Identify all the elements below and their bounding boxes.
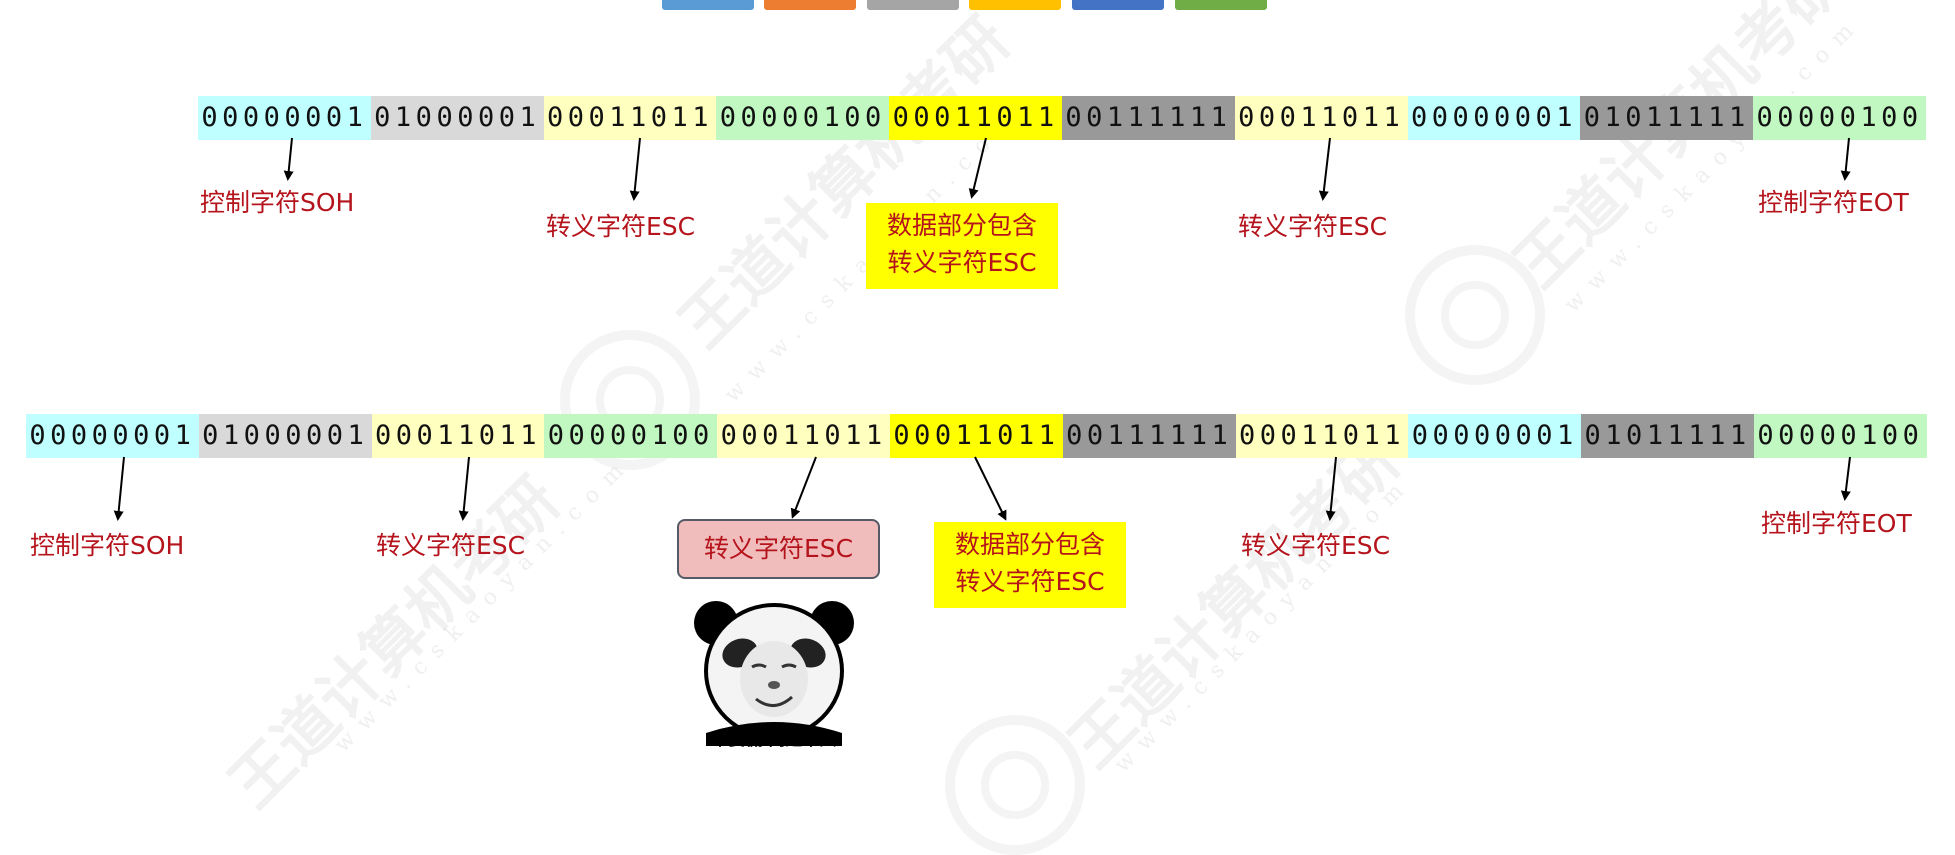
label-data-line-1: 数据部分包含 <box>954 530 1105 559</box>
top-tab-1 <box>662 0 754 10</box>
arrow-bottom-data-esc <box>974 456 1007 521</box>
segment-data-esc: 00011011 <box>889 96 1062 140</box>
segment-inserted-esc: 00011011 <box>717 414 890 458</box>
label-control-eot: 控制字符EOT <box>1761 509 1912 538</box>
top-tab-5 <box>1072 0 1164 10</box>
segment-data-soh: 00000001 <box>1408 414 1582 458</box>
arrow-bottom-eot <box>1840 456 1851 501</box>
label-escape-esc: 转义字符ESC <box>546 212 696 241</box>
label-data-contains-esc: 数据部分包含 转义字符ESC <box>866 203 1058 289</box>
arrow-top-soh <box>283 137 294 181</box>
label-escape-esc: 转义字符ESC <box>1238 212 1388 241</box>
label-data-line-1: 数据部分包含 <box>886 211 1037 240</box>
label-control-soh: 控制字符SOH <box>200 188 355 217</box>
segment-data: 01000001 <box>198 414 372 458</box>
label-data-line-2: 转义字符ESC <box>955 567 1105 596</box>
arrow-top-eot <box>1840 137 1851 181</box>
panda-meme-icon <box>694 601 854 746</box>
segment-data: 00111111 <box>1062 414 1236 458</box>
segment-data: 01000001 <box>370 96 544 140</box>
arrow-bottom-soh <box>113 456 125 521</box>
segment-soh: 00000001 <box>26 414 199 458</box>
label-control-soh: 控制字符SOH <box>30 531 185 560</box>
label-data-line-2: 转义字符ESC <box>887 248 1037 277</box>
top-tab-3 <box>867 0 959 10</box>
label-inserted-esc: 转义字符ESC <box>677 519 880 579</box>
segment-data-soh: 00000001 <box>1407 96 1581 140</box>
segment-data-esc: 00011011 <box>889 414 1063 458</box>
top-bit-sequence: 00000001 01000001 00011011 00000100 0001… <box>198 96 1926 140</box>
bottom-bit-sequence: 00000001 01000001 00011011 00000100 0001… <box>26 414 1927 458</box>
segment-eot: 00000100 <box>1753 96 1926 140</box>
segment-data: 01011111 <box>1581 414 1754 458</box>
segment-data: 00000100 <box>716 96 890 140</box>
arrow-top-esc-1 <box>629 137 641 201</box>
annotation-arrows <box>113 137 1851 521</box>
arrow-bottom-esc-1 <box>458 456 470 521</box>
segment-data: 00111111 <box>1061 96 1235 140</box>
label-escape-esc: 转义字符ESC <box>376 531 526 560</box>
segment-soh: 00000001 <box>198 96 371 140</box>
top-tab-2 <box>764 0 856 10</box>
segment-esc: 00011011 <box>543 96 717 140</box>
segment-data: 00000100 <box>544 414 718 458</box>
segment-esc: 00011011 <box>1235 414 1409 458</box>
segment-esc: 00011011 <box>371 414 545 458</box>
arrow-top-esc-2 <box>1318 137 1331 201</box>
label-control-eot: 控制字符EOT <box>1758 188 1909 217</box>
segment-esc: 00011011 <box>1234 96 1408 140</box>
panda-meme-caption: 不要慌 问题不大 <box>711 730 837 750</box>
segment-eot: 00000100 <box>1753 414 1927 458</box>
segment-data: 01011111 <box>1580 96 1754 140</box>
arrow-bottom-inserted-esc <box>790 456 817 519</box>
top-tab-6 <box>1175 0 1267 10</box>
arrow-bottom-esc-2 <box>1325 456 1337 521</box>
top-tab-4 <box>969 0 1061 10</box>
label-escape-esc: 转义字符ESC <box>1241 531 1391 560</box>
label-data-contains-esc: 数据部分包含 转义字符ESC <box>934 522 1126 608</box>
arrow-top-data-esc <box>968 137 987 199</box>
